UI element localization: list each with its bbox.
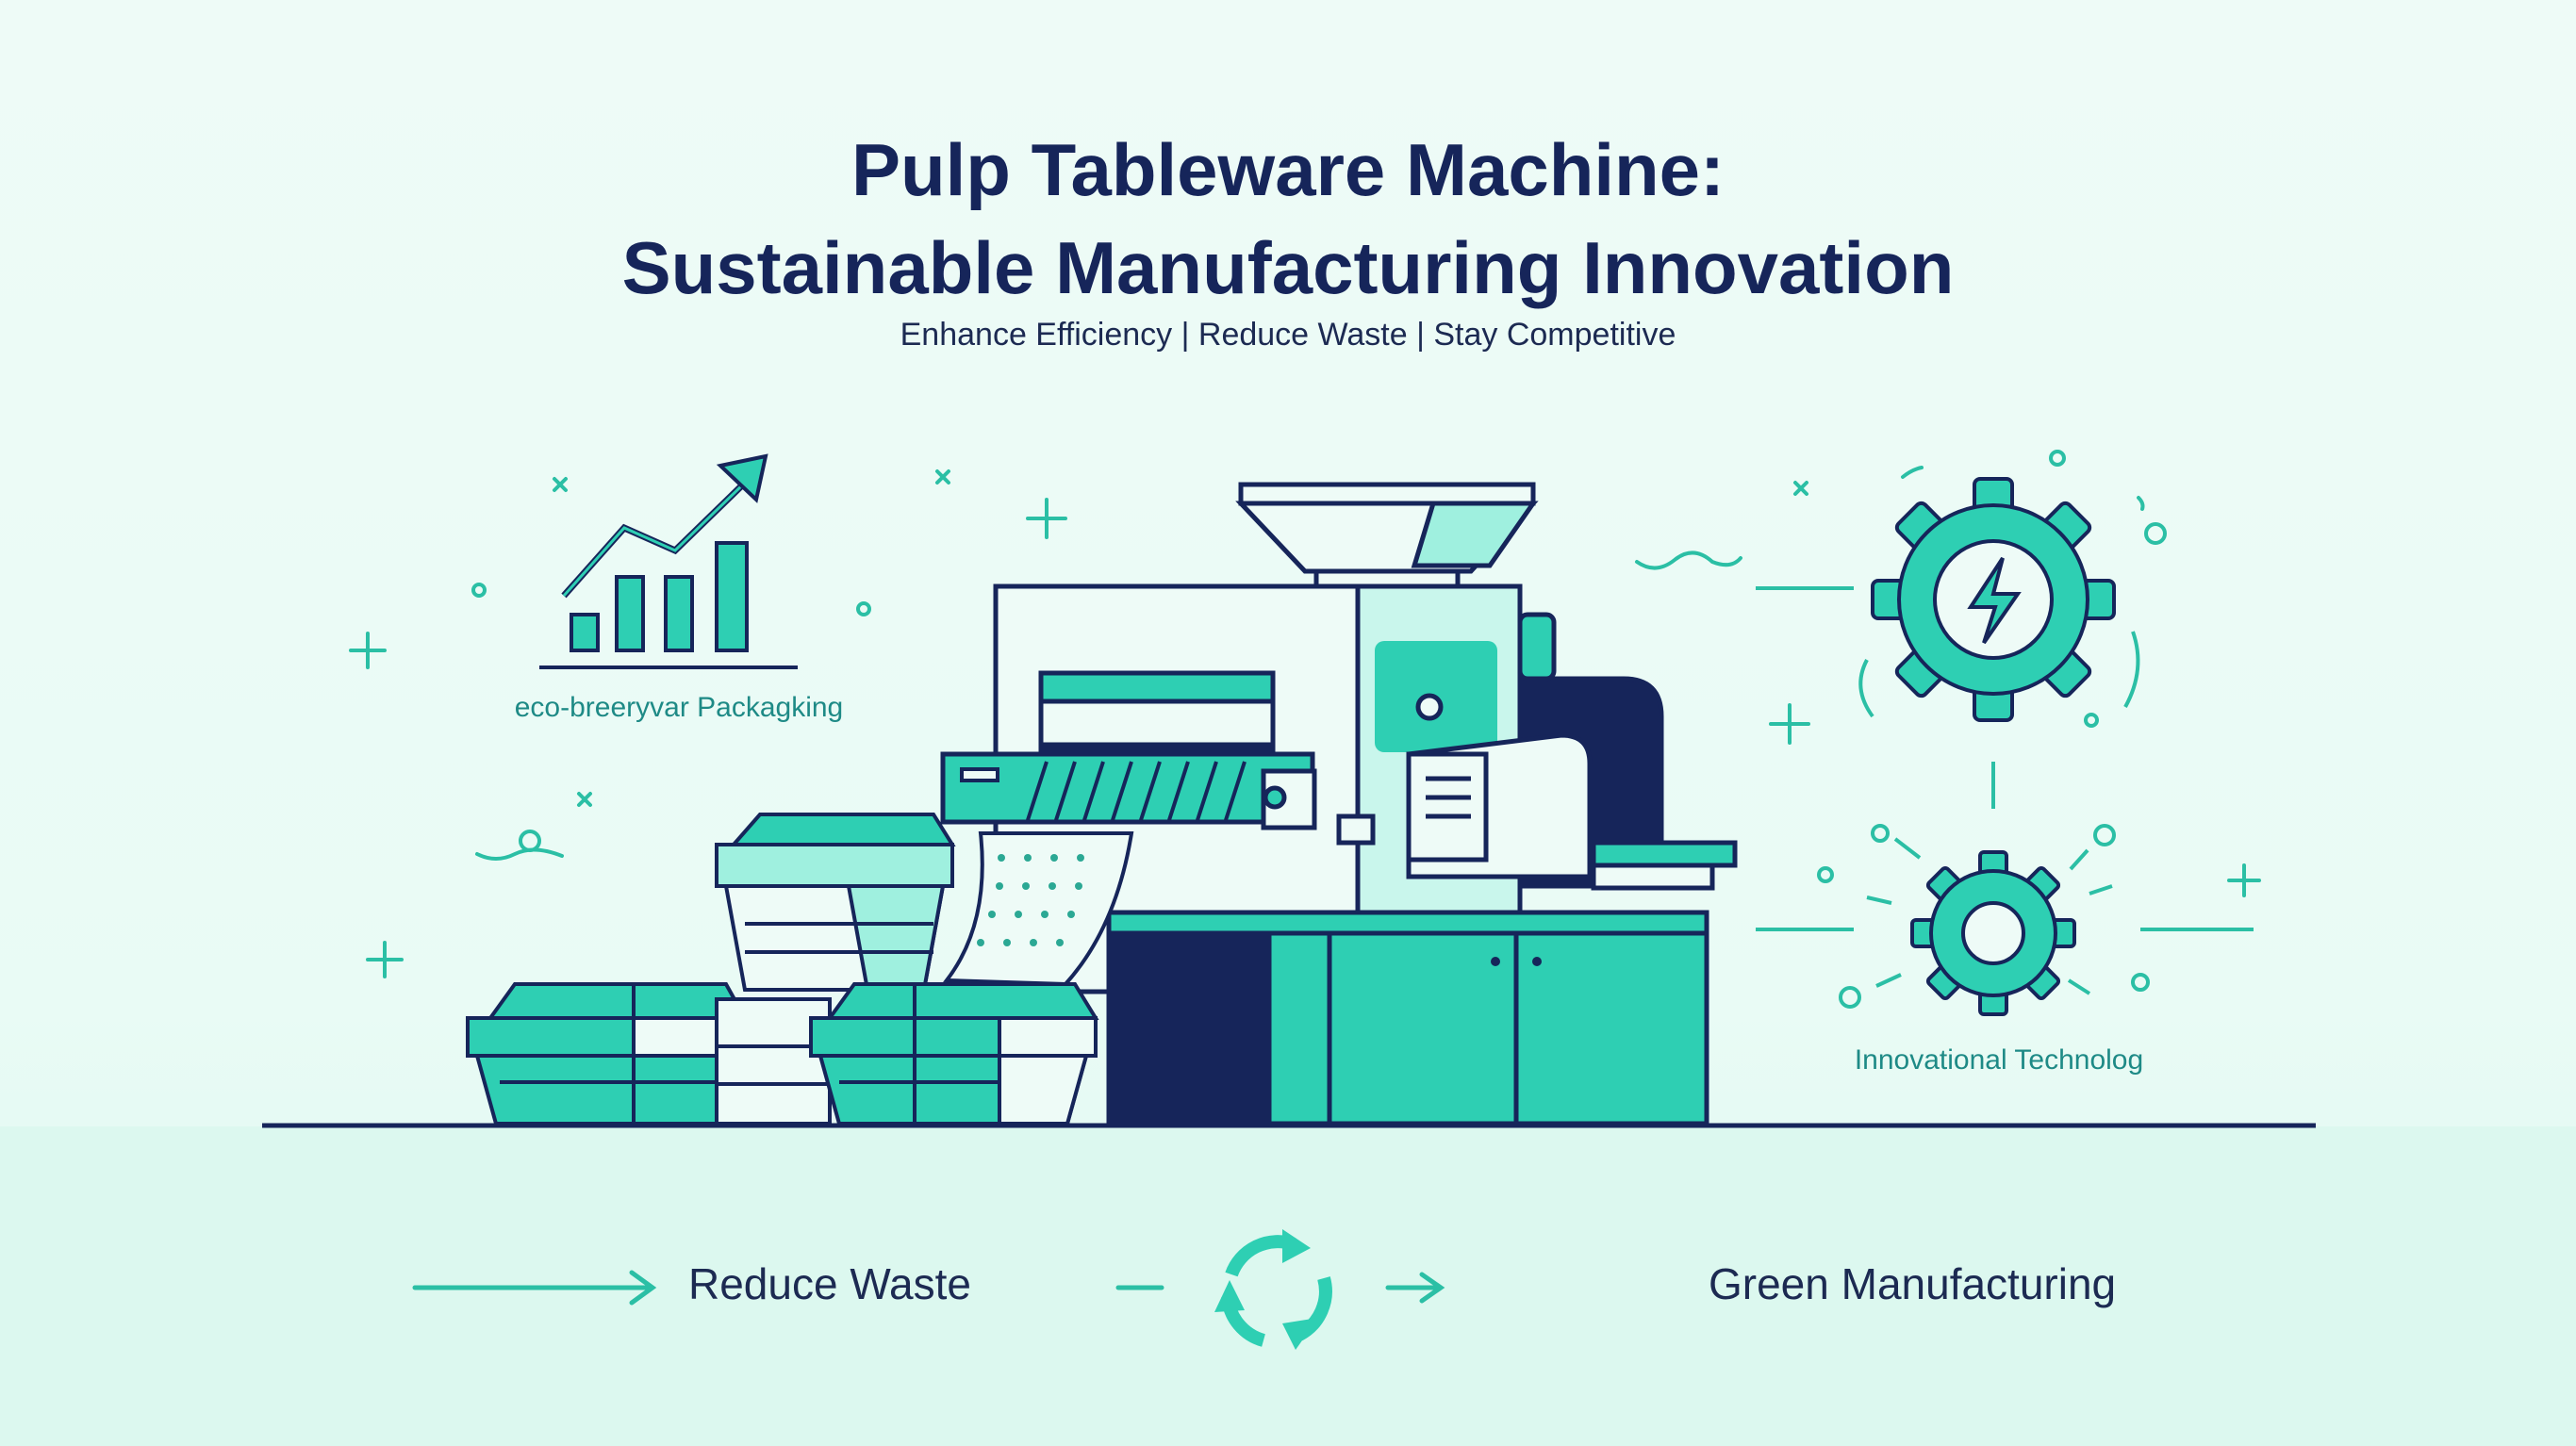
pulp-machine	[940, 482, 1738, 1126]
title-line-1: Pulp Tableware Machine:	[850, 128, 1726, 211]
page-subtitle: Enhance Efficiency | Reduce Waste | Stay…	[900, 317, 1676, 353]
green-manufacturing-label: Green Manufacturing	[1709, 1259, 2117, 1308]
page-title: Pulp Tableware Machine: Sustainable Manu…	[0, 121, 2576, 317]
gear-lightning-icon	[1871, 477, 2116, 722]
sparkle-decorations	[349, 450, 2261, 978]
container-stack-left	[466, 982, 749, 1126]
reduce-waste-label: Reduce Waste	[688, 1259, 971, 1308]
arrow-short-icon	[1115, 1272, 1445, 1304]
right-feature-label: Innovational Technolog	[1854, 1044, 2144, 1076]
gear-icon	[1910, 850, 2076, 1016]
recycle-arrows-icon	[1214, 1229, 1332, 1350]
arrow-left-icon	[412, 1270, 657, 1306]
title-line-2: Sustainable Manufacturing Innovation	[621, 226, 1955, 309]
container-stack-right	[809, 982, 1099, 1126]
small-gear-accents	[1756, 824, 2254, 1009]
bar-chart-growth-icon	[539, 453, 798, 669]
gear-accent-lines	[1756, 586, 2140, 809]
press-stripes	[960, 761, 1247, 821]
left-feature-label: eco-breeryvar Packagking	[514, 692, 844, 723]
container-stack-back	[715, 813, 956, 992]
